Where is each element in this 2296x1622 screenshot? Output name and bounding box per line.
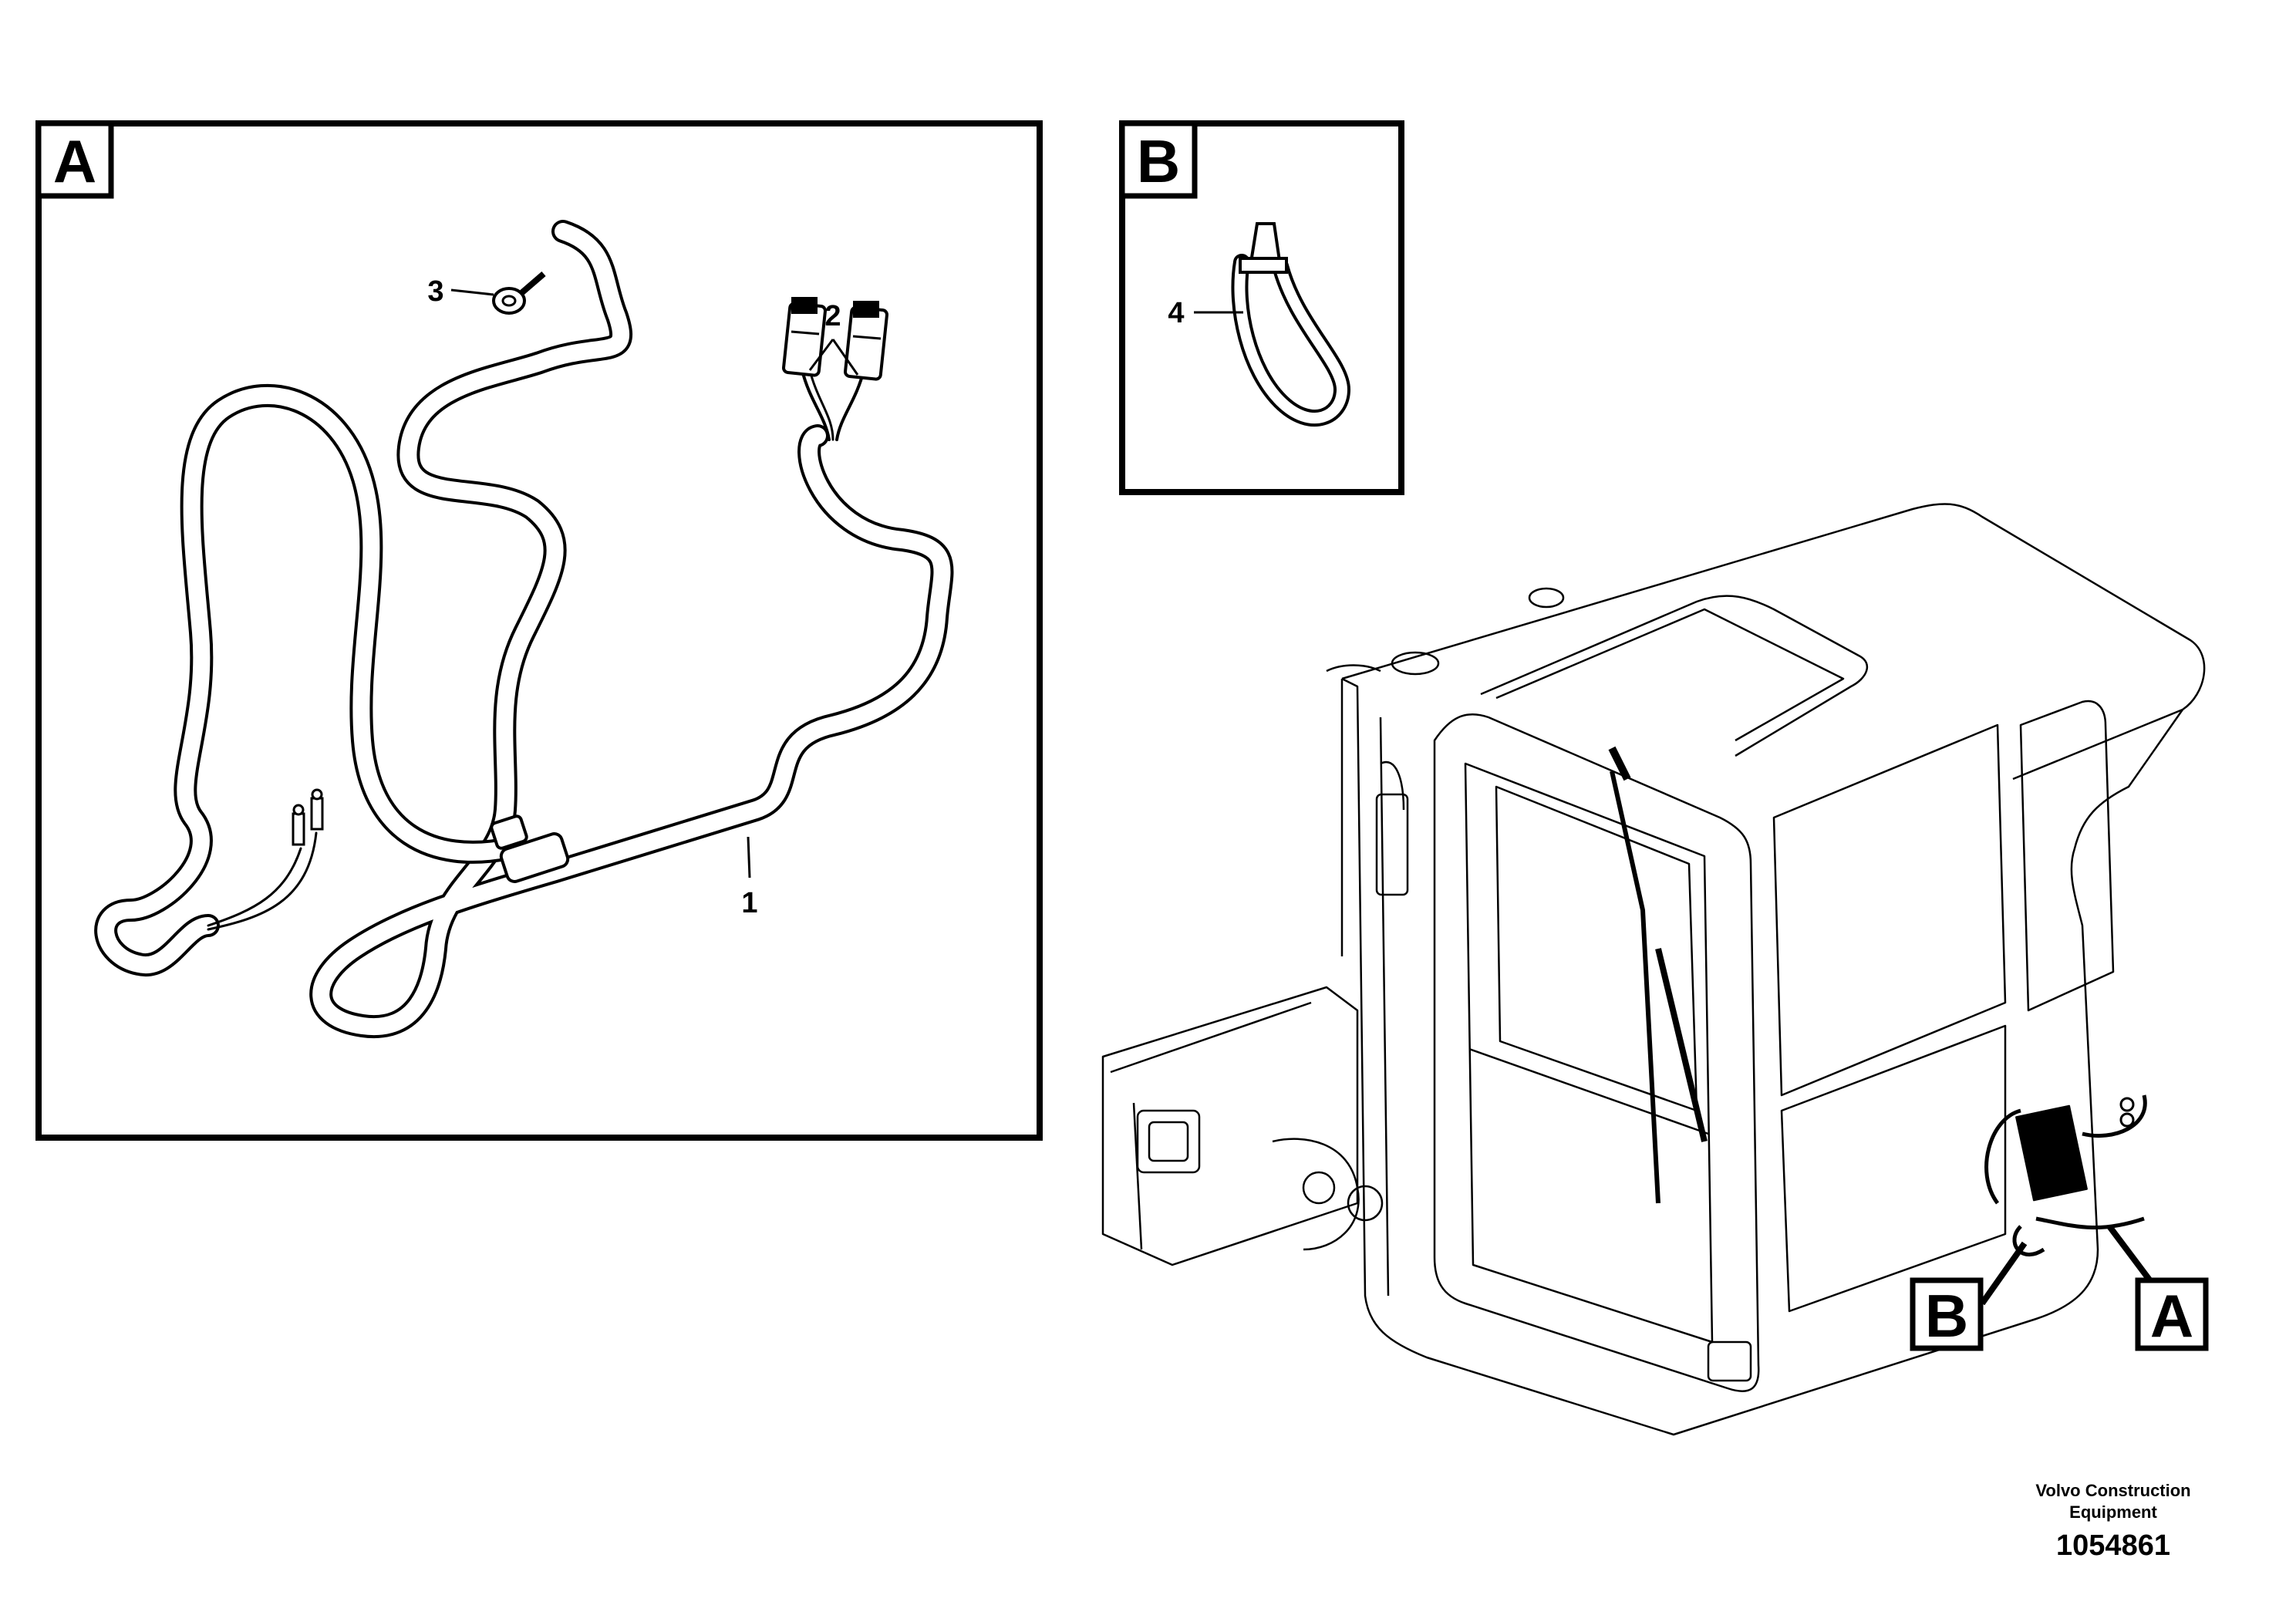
cab-tag-a: A	[2106, 1224, 2209, 1351]
cab-illustration	[1101, 503, 2206, 1436]
callout-3: 3	[427, 275, 494, 308]
detail-a-letter: A	[53, 127, 96, 195]
callout-4: 4	[1168, 297, 1243, 329]
callout-1-label: 1	[741, 887, 757, 919]
ring-terminal	[492, 271, 546, 315]
callout-3-label: 3	[427, 275, 443, 308]
drawing-number: 1054861	[2056, 1529, 2170, 1562]
callout-1: 1	[741, 836, 758, 919]
wiring-harness	[94, 220, 954, 1039]
brand-line-2: Equipment	[2069, 1502, 2157, 1522]
small-connector-pair	[292, 788, 324, 846]
detail-b-panel: B 4	[1119, 120, 1404, 495]
callout-4-label: 4	[1168, 297, 1184, 329]
connector-left	[782, 297, 827, 377]
detail-b-letter: B	[1137, 127, 1180, 195]
brand-line-1: Volvo Construction	[2035, 1481, 2190, 1500]
callout-2-label: 2	[824, 300, 841, 332]
callout-2: 2	[808, 300, 859, 376]
cab-tag-b: B	[1910, 1241, 2028, 1351]
cable-tie	[1231, 222, 1351, 427]
detail-a-panel: A	[35, 120, 1043, 1141]
junction-sleeve	[490, 814, 570, 883]
footer: Volvo Construction Equipment 1054861	[2035, 1481, 2190, 1562]
cab-tag-b-letter: B	[1925, 1282, 1968, 1350]
cab-tag-a-letter: A	[2150, 1282, 2193, 1350]
connector-right	[844, 301, 888, 381]
